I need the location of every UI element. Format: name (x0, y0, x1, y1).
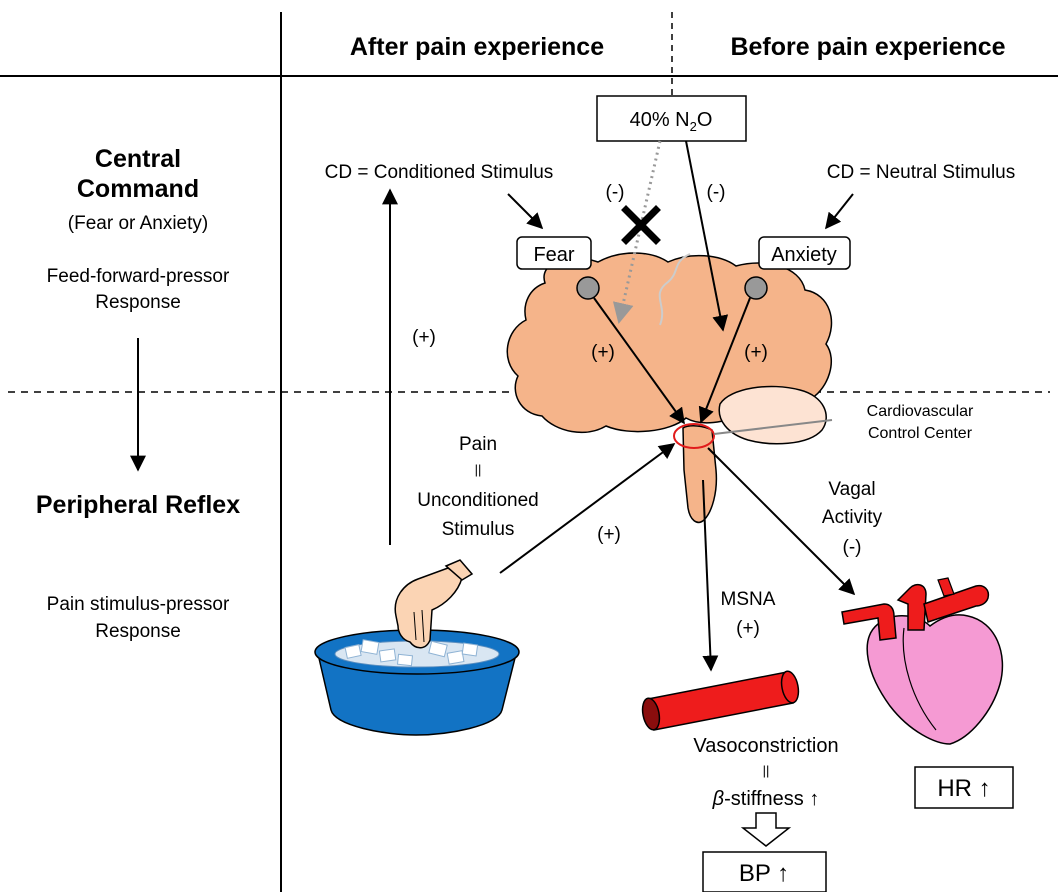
peripheral-reflex-title: Peripheral Reflex (36, 491, 240, 519)
vagal-label-1: Vagal (828, 479, 875, 500)
msna-plus: (+) (736, 618, 760, 639)
msna-label: MSNA (721, 589, 776, 610)
vasoconstriction-equals: || (763, 763, 770, 778)
anxiety-path-plus: (+) (744, 342, 768, 363)
vasoconstriction-label: Vasoconstriction (693, 735, 838, 757)
pain-path-plus: (+) (597, 524, 621, 545)
feedforward-label-2: Response (95, 292, 181, 313)
conditioning-plus-label: (+) (412, 327, 436, 348)
anxiety-node (745, 277, 767, 299)
fear-label: Fear (533, 244, 574, 266)
n2o-prefix: 40% N (630, 109, 690, 131)
anxiety-label: Anxiety (771, 244, 837, 266)
fear-node (577, 277, 599, 299)
blood-vessel-illustration (640, 670, 801, 731)
n2o-anxiety-minus: (-) (707, 182, 726, 203)
bp-label: BP ↑ (739, 860, 789, 887)
blocked-cross-icon (626, 210, 656, 240)
pain-label: Pain (459, 434, 497, 455)
central-command-subtitle: (Fear or Anxiety) (68, 213, 208, 234)
brain-illustration (507, 253, 831, 522)
unconditioned-label-1: Unconditioned (417, 490, 538, 511)
cd-conditioned-label: CD = Conditioned Stimulus (325, 162, 554, 183)
column-header-after: After pain experience (350, 33, 604, 61)
pain-response-label-2: Response (95, 621, 181, 642)
fear-path-plus: (+) (591, 342, 615, 363)
hr-label: HR ↑ (937, 775, 990, 802)
feedforward-label-1: Feed-forward-pressor (47, 266, 230, 287)
n2o-fear-minus: (-) (606, 182, 625, 203)
control-center-label-2: Control Center (868, 425, 973, 442)
cd-neutral-label: CD = Neutral Stimulus (827, 162, 1015, 183)
pain-response-label-1: Pain stimulus-pressor (47, 594, 230, 615)
unconditioned-label-2: Stimulus (442, 519, 515, 540)
n2o-subscript: 2 (690, 119, 697, 134)
heart-illustration (842, 578, 1002, 744)
beta-symbol: β (712, 788, 724, 810)
pain-equals: || (475, 462, 482, 477)
central-command-title-1: Central (95, 145, 181, 173)
vagal-label-3: (-) (843, 537, 862, 558)
control-center-label-1: Cardiovascular (867, 403, 974, 420)
central-command-title-2: Command (77, 175, 199, 203)
down-block-arrow (743, 813, 789, 846)
cd-conditioned-arrow (508, 194, 542, 228)
column-header-before: Before pain experience (730, 33, 1005, 61)
beta-stiffness-label: β-stiffness ↑ (712, 788, 820, 810)
vagal-label-2: Activity (822, 507, 883, 528)
cd-neutral-arrow (826, 194, 853, 228)
n2o-label: 40% N2O (630, 109, 713, 134)
stiffness-text: -stiffness ↑ (724, 788, 819, 810)
n2o-suffix: O (697, 109, 713, 131)
